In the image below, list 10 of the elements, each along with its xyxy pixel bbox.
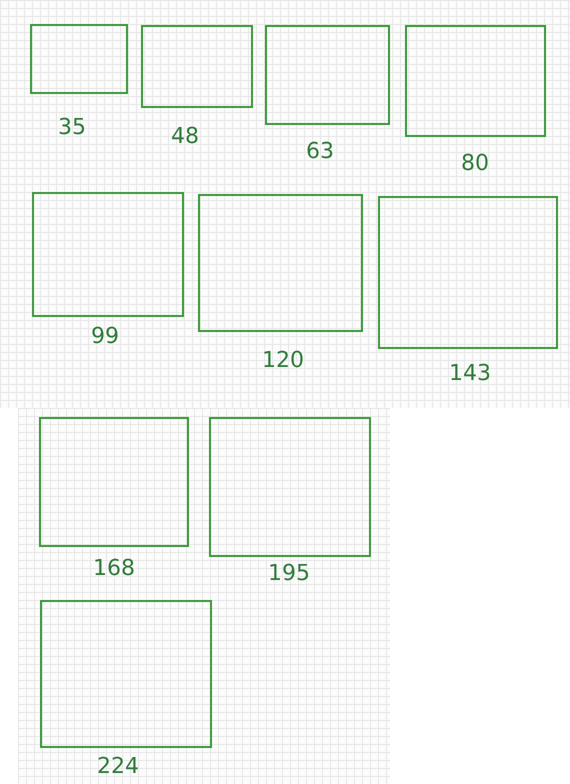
number-label: 168 bbox=[93, 557, 135, 581]
number-label: 48 bbox=[171, 125, 199, 149]
number-label: 35 bbox=[58, 116, 86, 140]
number-label: 224 bbox=[97, 755, 139, 779]
number-label: 63 bbox=[306, 140, 334, 164]
number-label: 80 bbox=[461, 152, 489, 176]
number-label: 120 bbox=[262, 349, 304, 373]
number-label: 195 bbox=[268, 562, 310, 586]
number-label: 99 bbox=[91, 325, 119, 349]
number-label: 143 bbox=[449, 362, 491, 386]
